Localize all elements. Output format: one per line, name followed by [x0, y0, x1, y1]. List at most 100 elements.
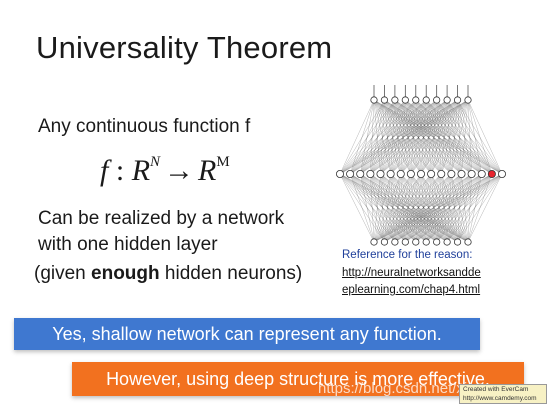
- input-hidden-edge: [390, 99, 469, 175]
- hidden-neuron: [386, 170, 395, 179]
- input-hidden-edge: [339, 99, 385, 175]
- hidden-output-edge: [373, 173, 432, 243]
- hidden-neuron: [356, 170, 365, 179]
- input-neuron: [380, 96, 389, 104]
- hidden-neuron: [336, 170, 344, 179]
- input-neuron: [433, 96, 441, 104]
- hidden-output-edge: [360, 173, 375, 243]
- input-hidden-edge: [339, 99, 427, 175]
- formula-arrow: →: [164, 154, 195, 187]
- hidden-neuron: [366, 170, 375, 179]
- hidden-output-edge: [384, 173, 503, 243]
- highlighted-hidden-neuron: [487, 170, 496, 179]
- input-hidden-edge: [360, 99, 469, 175]
- input-neuron: [443, 96, 451, 104]
- hidden-output-edge: [373, 173, 422, 243]
- hidden-output-edge: [426, 173, 503, 243]
- reference-link[interactable]: http://neuralnetworksandde eplearning.co…: [342, 265, 481, 299]
- formula-domain-exponent: N: [150, 154, 161, 170]
- condition-suffix: hidden neurons): [159, 263, 303, 284]
- input-hidden-edge: [380, 99, 469, 175]
- input-hidden-edge: [410, 99, 469, 175]
- function-formula: f : RN→RM: [100, 154, 230, 188]
- input-hidden-edge: [420, 99, 469, 175]
- input-hidden-edge: [339, 99, 375, 175]
- output-neuron: [422, 238, 430, 246]
- badge-line-2: http://www.camdemy.com: [463, 395, 537, 402]
- input-hidden-edge: [467, 99, 503, 175]
- input-hidden-edge: [467, 99, 493, 175]
- input-hidden-edge: [430, 99, 469, 175]
- recorder-badge: Created with EverCam http://www.camdemy.…: [459, 384, 547, 404]
- network-nodes: [336, 96, 506, 246]
- output-neuron: [464, 238, 472, 246]
- input-neuron: [412, 96, 420, 104]
- input-hidden-edge: [350, 99, 469, 175]
- input-hidden-edge: [339, 99, 416, 175]
- hidden-neuron: [396, 170, 405, 179]
- hidden-output-edge: [405, 173, 503, 243]
- input-neuron: [401, 96, 409, 104]
- hidden-neuron: [457, 170, 466, 179]
- input-hidden-edge: [339, 99, 448, 175]
- output-neuron: [370, 238, 378, 246]
- hidden-output-edge: [373, 173, 462, 243]
- input-hidden-edge: [339, 99, 406, 175]
- hidden-neuron: [447, 170, 456, 179]
- formula-colon: :: [108, 154, 132, 187]
- output-neuron: [443, 238, 451, 246]
- hidden-output-edge: [415, 173, 503, 243]
- hidden-output-edge: [467, 173, 503, 243]
- hidden-neuron: [497, 170, 506, 179]
- hidden-output-edge: [373, 173, 503, 243]
- output-neuron: [412, 238, 420, 246]
- hidden-output-edge: [373, 173, 391, 243]
- neural-network-diagram: [336, 85, 506, 246]
- input-hidden-edge: [451, 99, 469, 175]
- output-neuron: [380, 238, 389, 246]
- input-hidden-edge: [339, 99, 396, 175]
- hidden-output-edge: [373, 173, 482, 243]
- output-neuron: [391, 238, 399, 246]
- realization-line-2: with one hidden layer: [38, 234, 218, 255]
- shallow-network-banner: Yes, shallow network can represent any f…: [14, 318, 480, 350]
- input-hidden-edge: [467, 99, 482, 175]
- formula-domain: R: [131, 154, 151, 187]
- input-neuron: [422, 96, 430, 104]
- hidden-neuron: [417, 170, 426, 179]
- hidden-output-edge: [436, 173, 503, 243]
- hidden-output-edge: [394, 173, 503, 243]
- input-hidden-edge: [339, 99, 458, 175]
- hidden-output-edge: [373, 173, 401, 243]
- input-hidden-edge: [441, 99, 469, 175]
- hidden-output-edge: [373, 173, 472, 243]
- formula-codomain: R: [198, 154, 217, 187]
- hidden-neuron: [346, 170, 355, 179]
- reference-label: Reference for the reason:: [342, 249, 473, 261]
- realization-line-1: Can be realized by a network: [38, 208, 285, 229]
- realization-statement: Can be realized by a network with one hi…: [38, 206, 284, 258]
- condition-statement: (given enough hidden neurons): [34, 263, 302, 285]
- hidden-neuron: [477, 170, 486, 179]
- hidden-output-edge: [373, 173, 452, 243]
- input-neuron: [370, 96, 378, 104]
- input-hidden-edge: [339, 99, 469, 175]
- statement-line: Any continuous function f: [38, 116, 251, 137]
- hidden-neuron: [376, 170, 385, 179]
- output-neuron: [433, 238, 441, 246]
- network-edges: [339, 85, 503, 243]
- output-neuron: [453, 238, 462, 246]
- formula-f: f: [100, 154, 109, 187]
- formula-codomain-exponent: M: [216, 154, 230, 170]
- reference-link-part-2: eplearning.com/chap4.html: [342, 284, 481, 296]
- hidden-neuron: [437, 170, 446, 179]
- output-neuron: [401, 238, 409, 246]
- input-hidden-edge: [461, 99, 469, 175]
- hidden-output-edge: [446, 173, 503, 243]
- slide-title: Universality Theorem: [36, 30, 333, 65]
- deep-structure-banner: However, using deep structure is more ef…: [72, 362, 524, 396]
- hidden-output-edge: [373, 173, 492, 243]
- hidden-output-edge: [457, 173, 503, 243]
- input-neuron: [453, 96, 462, 104]
- input-hidden-edge: [370, 99, 469, 175]
